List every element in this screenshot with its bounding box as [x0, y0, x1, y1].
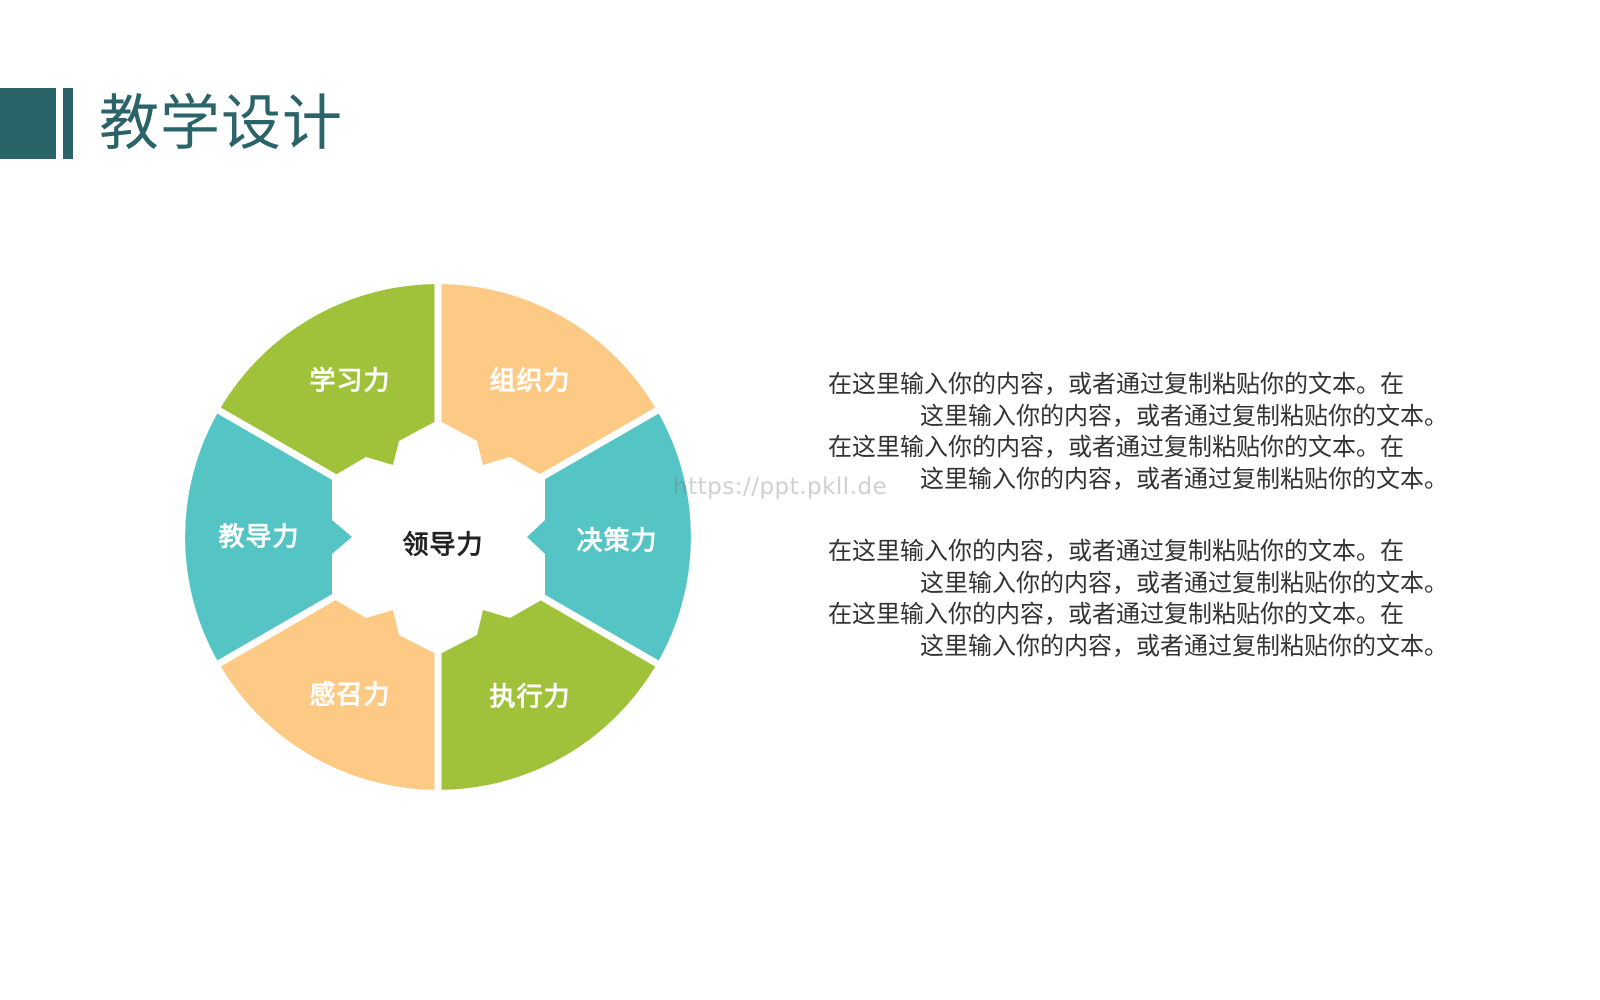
center-gear-shape — [332, 420, 545, 655]
segment-label-teaching: 教导力 — [218, 522, 300, 553]
paragraph-line: 在这里输入你的内容，或者通过复制粘贴你的文本。在 — [828, 433, 1404, 461]
text-paragraph-2: 在这里输入你的内容，或者通过复制粘贴你的文本。在 这里输入你的内容，或者通过复制… — [828, 536, 1458, 662]
segment-label-organizing: 组织力 — [489, 366, 571, 397]
segment-label-decision: 决策力 — [576, 526, 658, 557]
paragraph-line: 这里输入你的内容，或者通过复制粘贴你的文本。 — [920, 464, 1448, 493]
segment-label-execution: 执行力 — [489, 682, 571, 713]
slide-title: 教学设计 — [99, 89, 343, 159]
title-accent-bar — [63, 88, 73, 159]
watermark-url: https://ppt.pkll.de — [673, 474, 888, 500]
segment-teaching — [185, 410, 438, 664]
paragraph-line: 在这里输入你的内容，或者通过复制粘贴你的文本。在 — [828, 537, 1404, 565]
segment-label-learning: 学习力 — [309, 366, 391, 397]
segment-decision — [438, 410, 691, 664]
paragraph-line: 在这里输入你的内容，或者通过复制粘贴你的文本。在 — [828, 370, 1404, 398]
paragraph-line: 这里输入你的内容，或者通过复制粘贴你的文本。 — [920, 401, 1448, 430]
title-accent-block — [0, 88, 56, 159]
paragraph-line: 在这里输入你的内容，或者通过复制粘贴你的文本。在 — [828, 600, 1404, 628]
paragraph-line: 这里输入你的内容，或者通过复制粘贴你的文本。 — [920, 568, 1448, 597]
center-label-leadership: 领导力 — [402, 530, 484, 561]
paragraph-line: 这里输入你的内容，或者通过复制粘贴你的文本。 — [920, 631, 1448, 660]
segment-label-inspiration: 感召力 — [309, 680, 391, 711]
text-paragraph-1: 在这里输入你的内容，或者通过复制粘贴你的文本。在 这里输入你的内容，或者通过复制… — [828, 369, 1458, 495]
